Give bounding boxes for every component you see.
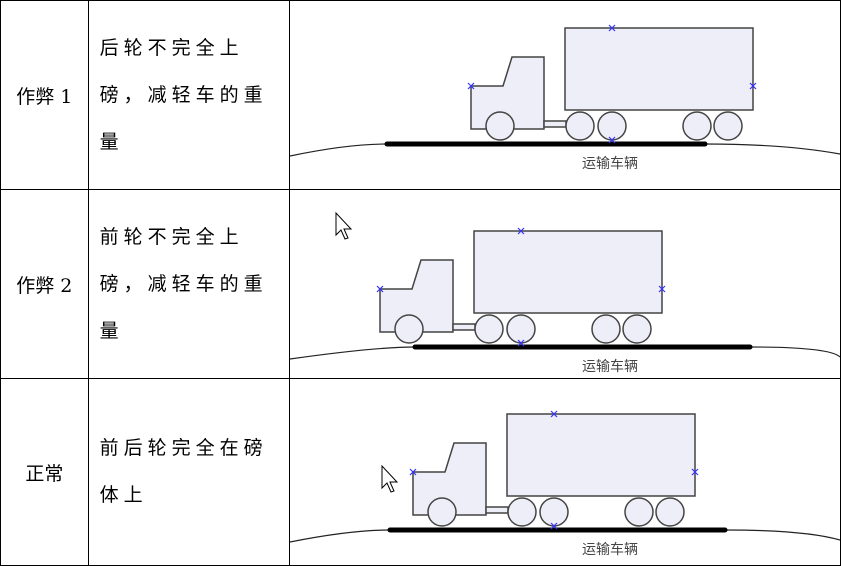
truck-wheel xyxy=(539,496,569,527)
marker-line xyxy=(658,285,666,292)
marker-x-icon xyxy=(608,24,616,31)
row-description: 后轮不完全上磅，减轻车的重量 xyxy=(99,36,268,153)
truck-wheel xyxy=(506,313,536,344)
truck-cab xyxy=(412,441,487,516)
marker-line xyxy=(749,82,757,89)
image-label: 运输车辆 xyxy=(582,358,638,375)
marker-x-icon xyxy=(517,227,525,234)
truck-cab xyxy=(379,258,454,333)
truck-diagram: 运输车辆 xyxy=(289,24,840,172)
truck-diagram: 运输车辆 xyxy=(289,410,840,558)
truck-wheel xyxy=(622,313,652,344)
table-row: 作弊 2 前轮不完全上磅，减轻车的重量 运输车辆 xyxy=(0,189,841,379)
marker-x-icon xyxy=(376,285,384,292)
truck xyxy=(376,227,666,346)
marker-line xyxy=(550,410,558,417)
truck-wheel xyxy=(597,110,627,141)
truck-wheel xyxy=(624,496,654,527)
truck xyxy=(409,410,699,529)
row-name: 作弊 2 xyxy=(0,189,89,379)
truck xyxy=(467,24,757,143)
marker-x-icon xyxy=(550,522,558,529)
truck-wheel xyxy=(394,313,424,344)
marker-line xyxy=(691,468,699,475)
truck-cargo-box xyxy=(473,229,663,314)
truck-wheel xyxy=(713,110,743,141)
marker-line xyxy=(608,24,616,31)
truck-hitch xyxy=(543,119,567,128)
truck-hitch xyxy=(452,322,476,331)
row-description: 前后轮完全在磅体上 xyxy=(99,437,268,506)
marker-line xyxy=(550,522,558,529)
marker-line xyxy=(608,136,616,143)
marker-line xyxy=(467,82,475,89)
row-name: 作弊 1 xyxy=(0,0,89,190)
row-description: 前轮不完全上磅，减轻车的重量 xyxy=(99,225,268,342)
truck-hitch xyxy=(485,505,509,514)
marker-x-icon xyxy=(409,468,417,475)
truck-wheel xyxy=(507,496,537,527)
truck-diagram: 运输车辆 xyxy=(289,211,840,375)
marker-x-icon xyxy=(467,82,475,89)
marker-line xyxy=(517,339,525,346)
marker-x-icon xyxy=(608,136,616,143)
image-label: 运输车辆 xyxy=(582,541,638,558)
truck-wheel xyxy=(474,313,504,344)
marker-x-icon xyxy=(550,410,558,417)
truck-cab xyxy=(470,55,545,130)
row-name: 正常 xyxy=(0,378,89,566)
table-row: 正常 前后轮完全在磅体上 运输车辆 xyxy=(0,378,841,566)
mouse-cursor-icon xyxy=(335,211,353,240)
marker-x-icon xyxy=(691,468,699,475)
marker-line xyxy=(409,468,417,475)
truck-wheel xyxy=(655,496,685,527)
truck-wheel xyxy=(485,110,515,141)
marker-line xyxy=(517,227,525,234)
truck-cargo-box xyxy=(564,26,754,111)
truck-wheel xyxy=(427,496,457,527)
marker-line xyxy=(376,285,384,292)
truck-wheel xyxy=(682,110,712,141)
marker-x-icon xyxy=(517,339,525,346)
image-label: 运输车辆 xyxy=(582,155,638,172)
mouse-cursor-icon xyxy=(381,464,399,493)
truck-cargo-box xyxy=(506,412,696,497)
table-row: 作弊 1 后轮不完全上磅，减轻车的重量 运输车辆 xyxy=(0,0,841,190)
marker-x-icon xyxy=(658,285,666,292)
marker-x-icon xyxy=(749,82,757,89)
truck-wheel xyxy=(565,110,595,141)
truck-wheel xyxy=(591,313,621,344)
